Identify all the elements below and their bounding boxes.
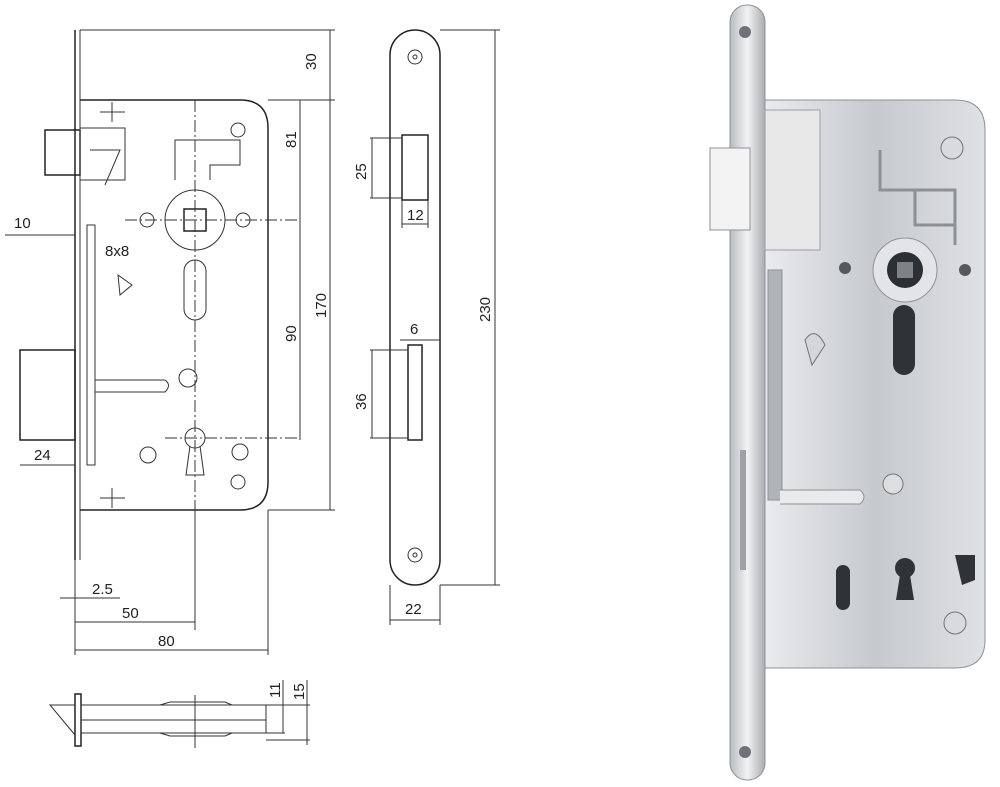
dim-faceplate-length: 230: [477, 297, 494, 322]
dim-latch-height: 25: [353, 163, 370, 180]
mortise-lock-photo: [709, 4, 986, 781]
front-view: [5, 29, 335, 655]
dim-bolt-projection: 24: [34, 447, 51, 464]
dim-handle-from-top: 81: [283, 131, 300, 148]
dim-case-depth: 80: [158, 633, 175, 650]
dim-latch-width: 12: [407, 207, 424, 224]
dim-handle-to-key: 90: [283, 325, 300, 342]
dim-spindle: 8x8: [105, 243, 129, 260]
top-view: [48, 680, 310, 748]
dim-backset: 50: [122, 605, 139, 622]
faceplate-view: [370, 29, 500, 625]
dim-overall-thickness: 15: [291, 683, 308, 700]
dim-top-offset: 30: [303, 53, 320, 70]
dim-case-thickness: 11: [267, 682, 284, 698]
dim-latch-projection: 10: [14, 215, 31, 232]
dim-bolt-width: 6: [410, 321, 418, 338]
dim-bolt-height: 36: [353, 393, 370, 410]
dim-case-height: 170: [313, 293, 330, 318]
dim-faceplate-width: 22: [405, 601, 422, 618]
dim-faceplate-thickness: 2.5: [92, 581, 113, 598]
